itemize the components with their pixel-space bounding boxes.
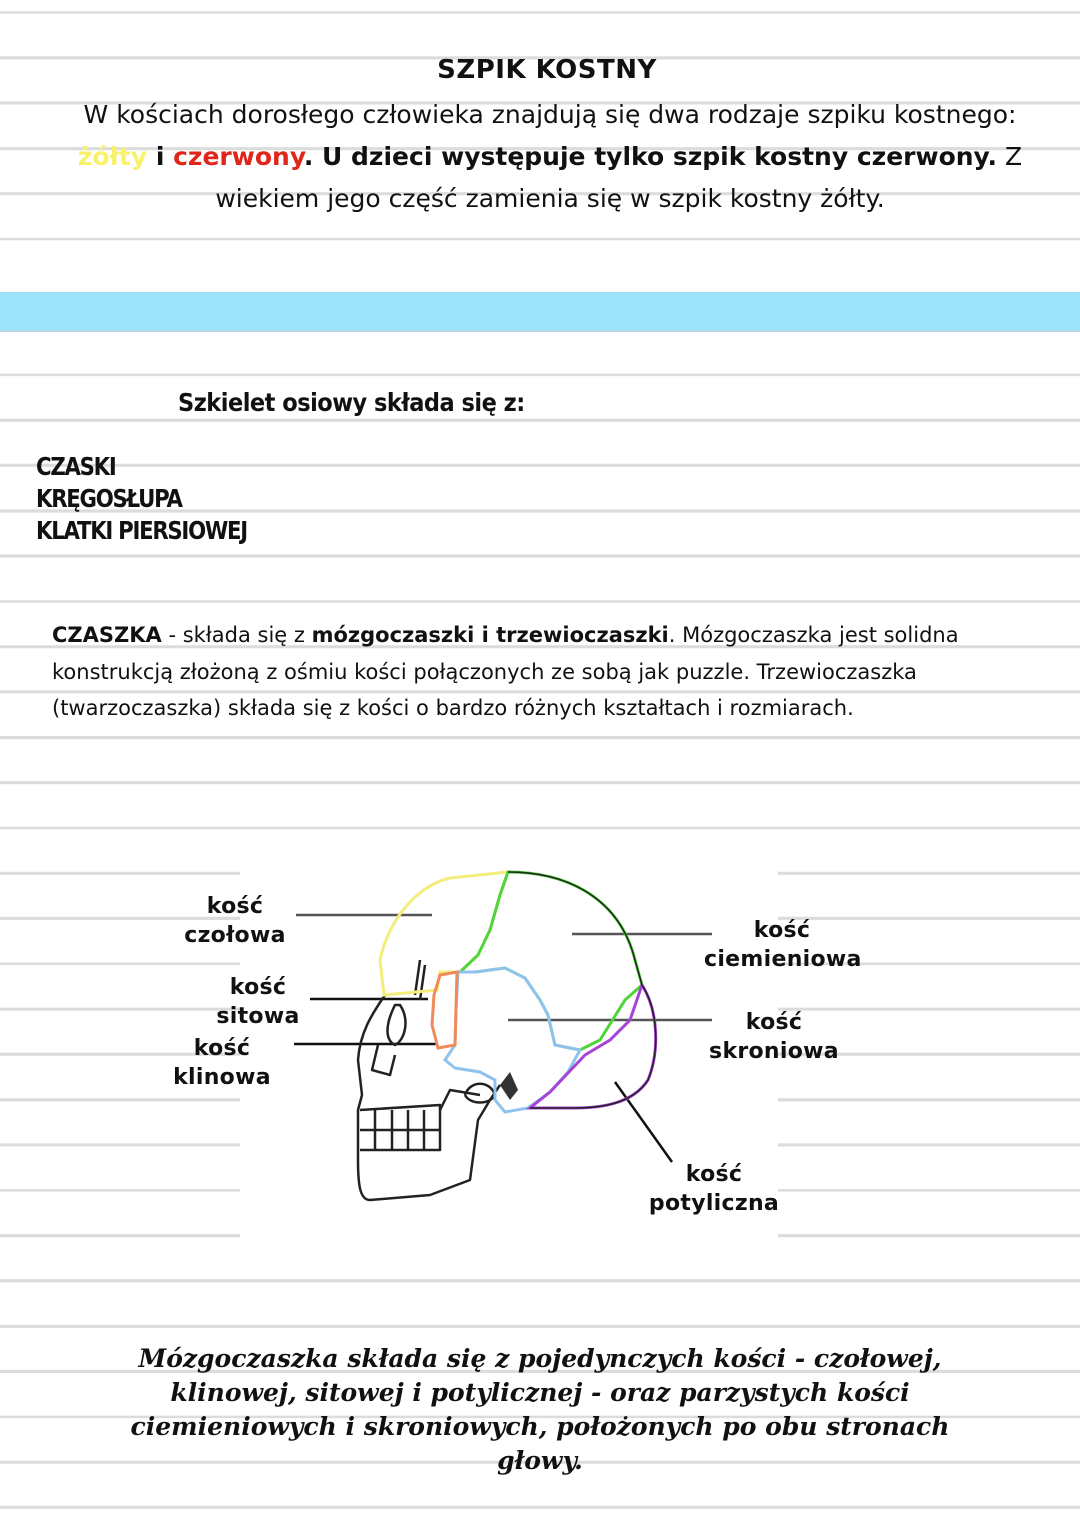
page-title: SZPIK KOSTNY [437, 55, 657, 85]
skull-term: CZASZKA [52, 623, 162, 647]
label-line: kość [753, 918, 811, 943]
axial-skeleton-list: CZASKI KRĘGOSŁUPA KLATKI PIERSIOWEJ [36, 451, 284, 547]
label-line: klinowa [173, 1065, 271, 1090]
intro-rest: Z wiekiem jego część zamienia się w szpi… [215, 142, 1023, 213]
label-sphenoid-bone: kość klinowa [172, 1034, 272, 1092]
label-line: ciemieniowa [704, 947, 862, 972]
intro-connector: i [147, 142, 174, 171]
axial-skeleton-heading: Szkielet osiowy składa się z: [178, 388, 525, 417]
label-ethmoid-bone: kość sitowa [208, 973, 308, 1031]
ethmoid-bone-region [430, 970, 459, 1050]
label-line: skroniowa [709, 1039, 839, 1064]
occipital-bone-region [525, 981, 658, 1110]
label-line: kość [206, 894, 264, 919]
label-line: kość [685, 1162, 743, 1187]
yellow-marrow-term: żółty [77, 142, 148, 171]
label-line: sitowa [216, 1004, 300, 1029]
skull-parts-terms: mózgoczaszki i trzewioczaszki [311, 623, 669, 647]
skull-outline-icon [356, 959, 502, 1202]
label-line: kość [745, 1010, 803, 1035]
red-marrow-term: czerwony [173, 142, 304, 171]
label-occipital-bone: kość potyliczna [644, 1160, 784, 1218]
label-line: kość [193, 1036, 251, 1061]
neurocranium-summary: Mózgoczaszka składa się z pojedynczych k… [130, 1344, 950, 1475]
band-spacer [0, 332, 1080, 368]
diagram-background [240, 830, 778, 1250]
list-item: KLATKI PIERSIOWEJ [36, 516, 248, 545]
skull-description-text: - składa się z [161, 623, 312, 647]
list-item: KRĘGOSŁUPA [36, 484, 183, 513]
bone-marrow-intro: W kościach dorosłego człowieka znajdują … [60, 94, 1040, 220]
label-line: czołowa [184, 923, 286, 948]
label-line: kość [229, 975, 287, 1000]
label-parietal-bone: kość ciemieniowa [704, 916, 862, 974]
label-temporal-bone: kość skroniowa [706, 1008, 842, 1066]
leader-lines [296, 913, 712, 1022]
skull-description: CZASZKA - składa się z mózgoczaszki i tr… [52, 617, 1042, 727]
list-item: CZASKI [36, 452, 117, 481]
skull-description-rest: . Mózgoczaszka jest solidna konstrukcją … [52, 623, 959, 720]
label-frontal-bone: kość czołowa [180, 892, 290, 950]
intro-text: W kościach dorosłego człowieka znajdują … [83, 100, 1017, 129]
section-divider-band [0, 292, 1080, 332]
label-line: potyliczna [648, 1191, 780, 1216]
children-marrow-sentence: . U dzieci występuje tylko szpik kostny … [303, 142, 998, 171]
